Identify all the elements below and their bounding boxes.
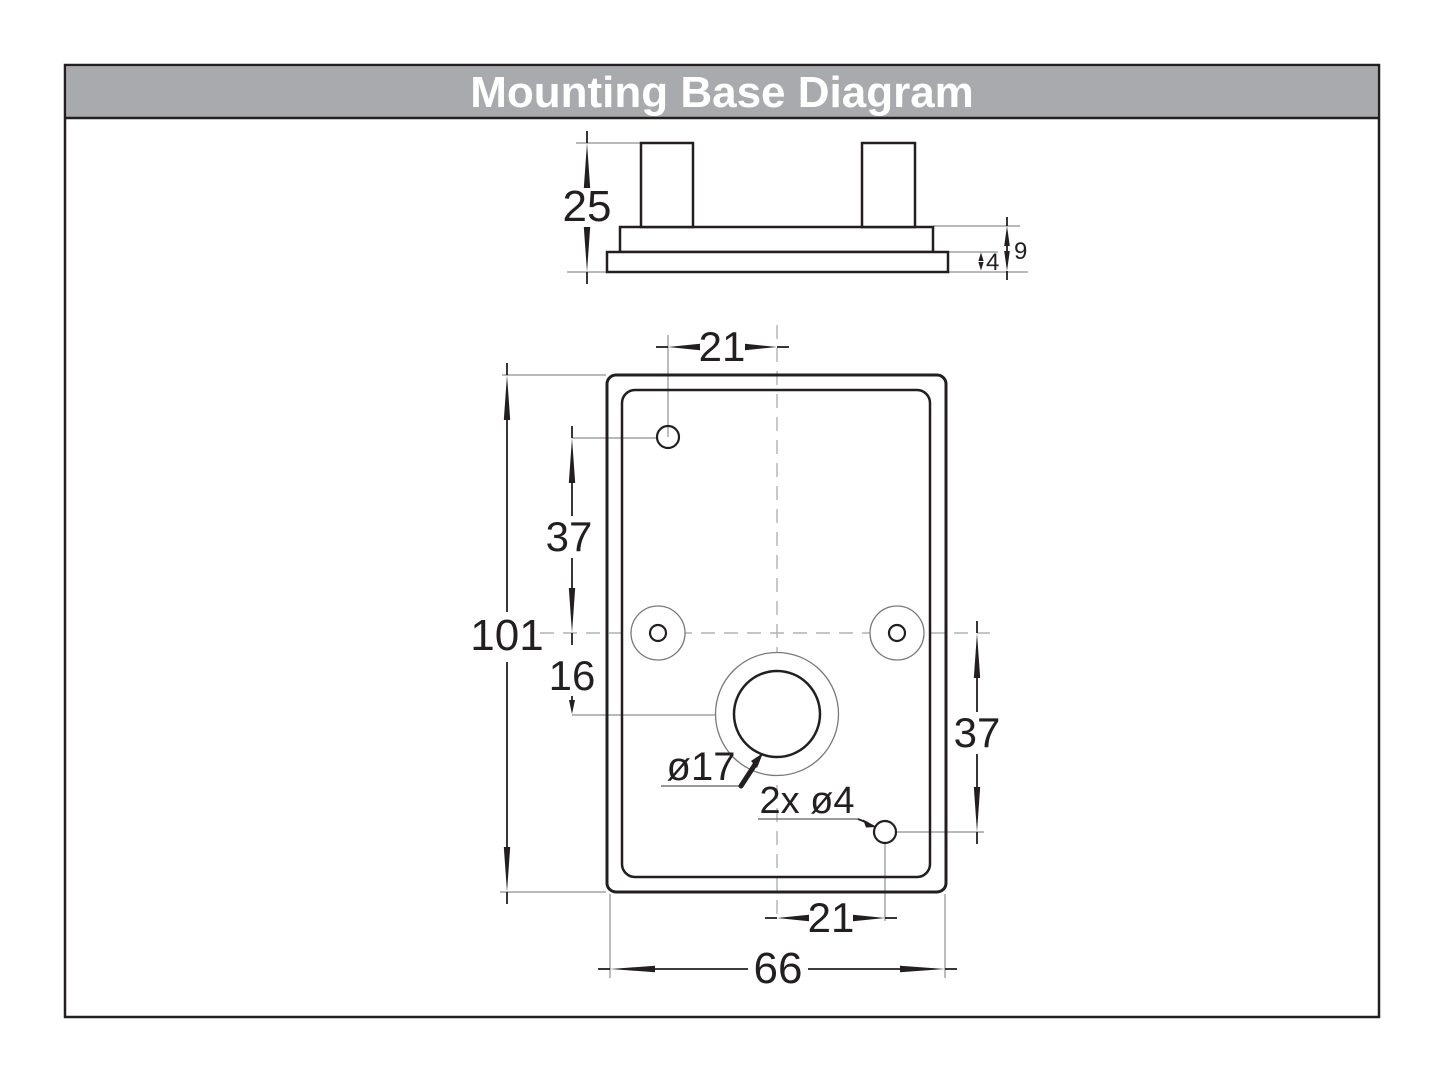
arrowhead: [973, 633, 981, 678]
dim-bottom-hole-offset-21: 21: [808, 894, 855, 941]
dim-base-thickness-4: 4: [986, 249, 999, 276]
leader-line: [738, 760, 759, 789]
upper-plate: [618, 225, 935, 254]
mounting-post-right: [860, 141, 917, 229]
arrowhead: [978, 252, 984, 261]
arrowhead: [853, 914, 885, 922]
top-left-mounting-hole: [655, 424, 681, 450]
arrowhead: [1004, 226, 1010, 246]
arrowhead: [668, 343, 700, 351]
arrowhead: [569, 700, 575, 714]
arrowhead: [503, 847, 511, 892]
middle-left-boss: [630, 605, 686, 661]
side-view: 25 9 4: [563, 131, 1028, 284]
mounting-post-left: [639, 141, 695, 229]
leader-arrowhead: [751, 753, 763, 768]
dim-step-thickness-9: 9: [1014, 238, 1027, 265]
dim-post-height-25: 25: [563, 182, 612, 231]
middle-left-hole: [648, 623, 668, 643]
dim-right-hole-spacing-37: 37: [954, 709, 1001, 756]
arrowhead: [583, 143, 591, 188]
arrowhead: [568, 588, 576, 633]
label-mounting-holes: 2x ø4: [759, 780, 854, 822]
arrowhead: [503, 375, 511, 420]
plate-outline-inner: [620, 388, 932, 879]
center-cable-hole: [732, 669, 822, 759]
plan-view: 21 37 101 16 37 21: [470, 323, 1000, 993]
dim-overall-width-66: 66: [754, 944, 803, 993]
bottom-right-mounting-hole: [872, 819, 898, 845]
middle-right-boss: [869, 605, 925, 661]
plate-outline-outer: [605, 373, 948, 894]
arrowhead: [583, 227, 591, 272]
header-bar: [66, 66, 1378, 118]
arrowhead: [978, 262, 984, 271]
arrowhead: [745, 343, 777, 351]
arrowhead: [973, 787, 981, 832]
arrowhead: [900, 965, 945, 973]
middle-right-hole: [887, 623, 907, 643]
dim-left-hole-spacing-37: 37: [546, 513, 593, 560]
dim-center-hole-offset-16: 16: [549, 652, 596, 699]
dim-overall-height-101: 101: [470, 611, 543, 660]
arrowhead: [610, 965, 655, 973]
label-center-hole-diameter: ø17: [667, 745, 736, 789]
arrowhead: [568, 438, 576, 483]
page-title: Mounting Base Diagram: [470, 68, 974, 117]
page-border: [63, 63, 1381, 1019]
dim-top-hole-offset-21: 21: [699, 323, 746, 370]
arrowhead: [1004, 251, 1010, 271]
arrowhead: [777, 914, 809, 922]
leader-arrowhead: [863, 819, 877, 828]
lower-plate: [605, 250, 950, 274]
